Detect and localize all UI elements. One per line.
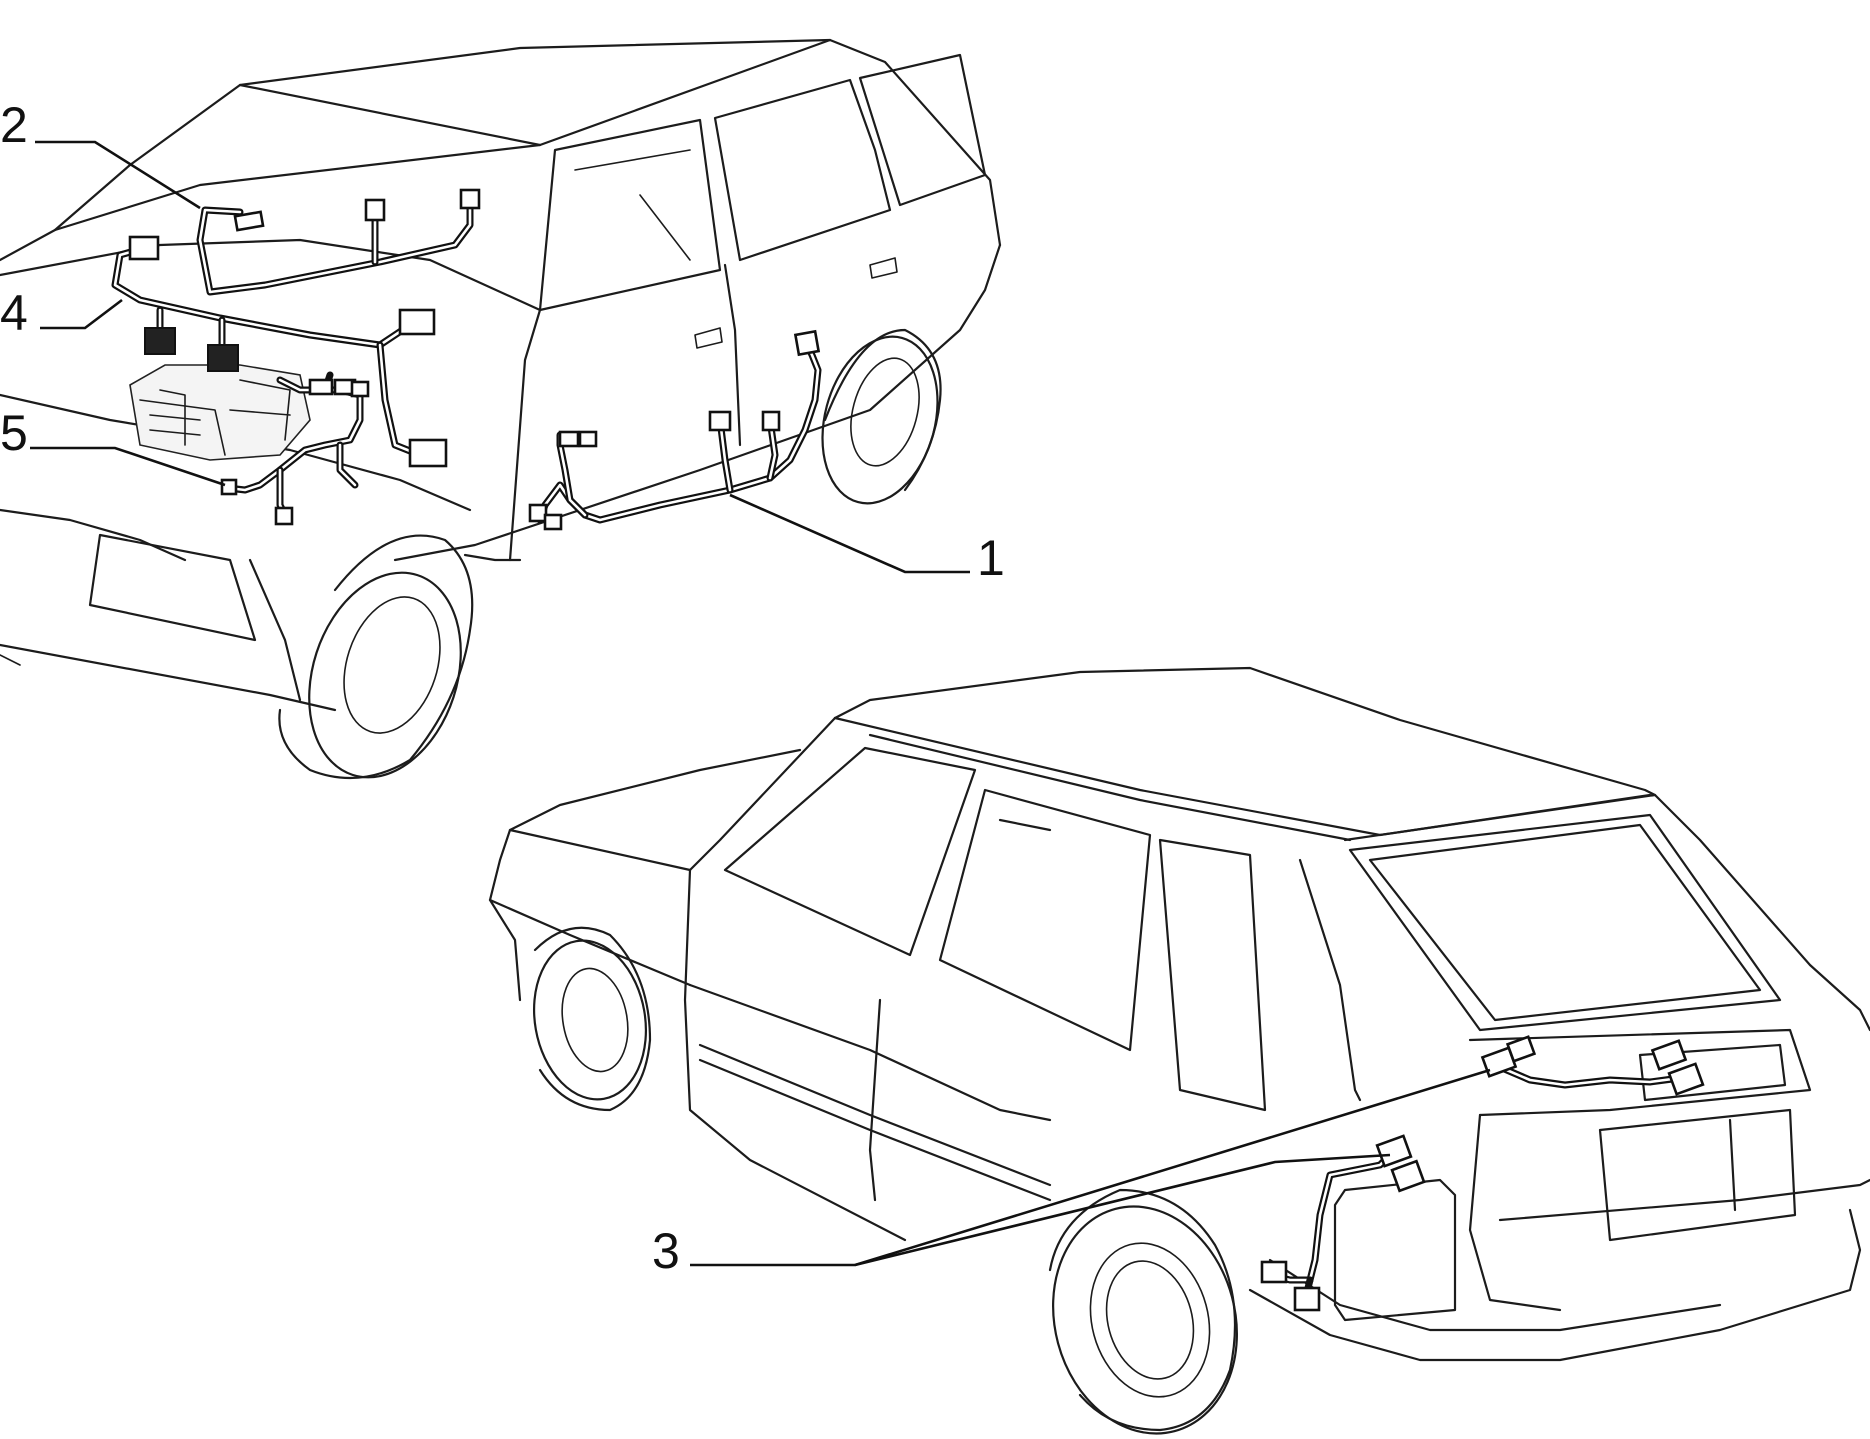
harness-4 bbox=[111, 235, 448, 468]
harness-3 bbox=[1260, 1035, 1705, 1312]
engine-block bbox=[129, 364, 311, 461]
callout-label-4: 4 bbox=[0, 285, 28, 341]
front-car-outline bbox=[0, 38, 1002, 780]
harness-1 bbox=[528, 329, 822, 531]
callout-2: 2 bbox=[0, 97, 201, 210]
rear-car-outline bbox=[488, 666, 1870, 1435]
callout-5: 5 bbox=[0, 405, 226, 487]
callout-label-3: 3 bbox=[652, 1223, 680, 1279]
callout-label-1: 1 bbox=[977, 530, 1005, 586]
harness-2 bbox=[196, 188, 481, 296]
callout-3: 3 bbox=[652, 1068, 1491, 1279]
callout-label-5: 5 bbox=[0, 405, 28, 461]
callout-4: 4 bbox=[0, 285, 123, 341]
callout-1: 1 bbox=[729, 493, 1005, 586]
harness-5 bbox=[220, 371, 370, 526]
callout-label-2: 2 bbox=[0, 97, 28, 153]
